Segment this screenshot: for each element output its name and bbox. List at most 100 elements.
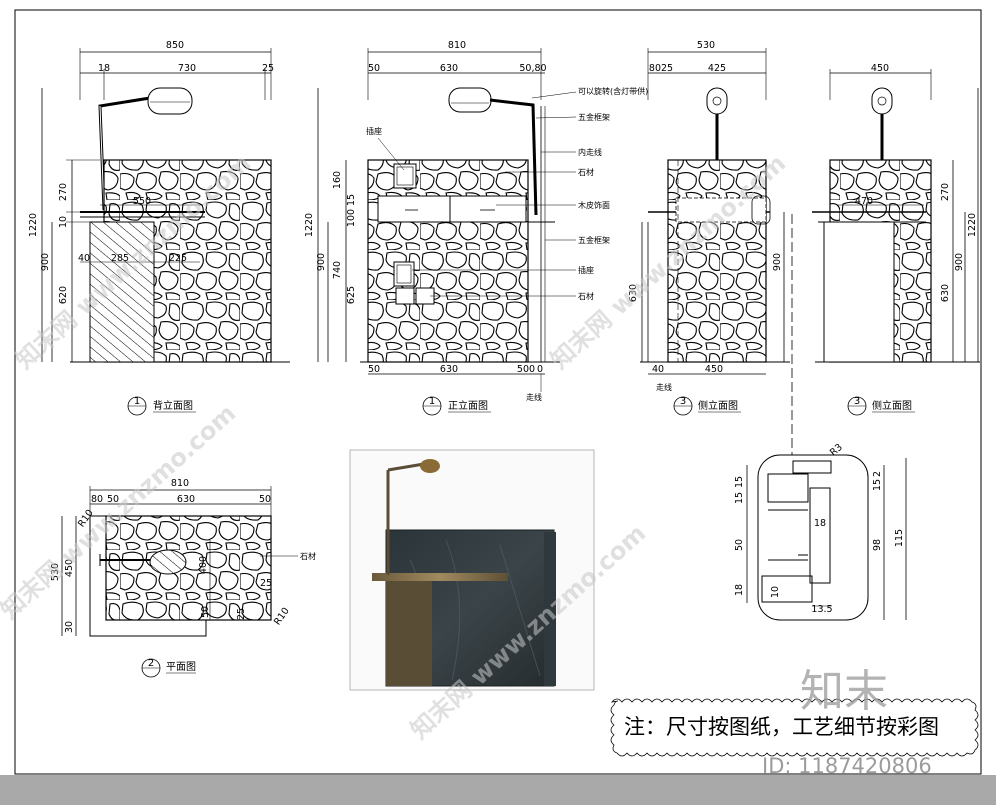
- view-title: 平面图: [166, 661, 196, 673]
- side-elevation-b: 450 470 270 630 900 1220 3 侧立面图: [812, 63, 980, 416]
- dim: 50: [368, 364, 380, 375]
- dim: 15: [734, 492, 745, 504]
- annotation-label: 走线: [526, 392, 542, 402]
- annotation-label: 石材: [300, 551, 316, 561]
- dim: 98: [872, 539, 883, 551]
- note-text: 注：尺寸按图纸，工艺细节按彩图: [624, 715, 939, 739]
- dim: 10: [770, 586, 781, 598]
- dim: 8025: [649, 63, 673, 74]
- dim: 115: [894, 529, 905, 547]
- dim: 450: [64, 559, 75, 577]
- dim: 15: [734, 476, 745, 488]
- dim: 550: [133, 196, 151, 207]
- dim: 740: [332, 261, 343, 279]
- dim: 225: [169, 253, 187, 264]
- annotation-label: 插座: [578, 265, 594, 275]
- dim: 810: [448, 40, 466, 51]
- dim: 100: [346, 209, 357, 227]
- dim: 15: [872, 479, 883, 491]
- dim: 285: [111, 253, 129, 264]
- dim: 18: [98, 63, 110, 74]
- dim: 160: [332, 171, 343, 189]
- dim: 530: [50, 563, 61, 581]
- sheet-border: [14, 9, 982, 775]
- dim: 50: [368, 63, 380, 74]
- annotation-label: 插座: [366, 126, 382, 136]
- front-elevation: 810 50 630 50,80 1220 160 100 15 900 740…: [304, 40, 648, 416]
- back-elevation: 850 18 730 25 1220 270 10 900 620 550 40…: [28, 40, 290, 416]
- annotation-label: 石材: [578, 291, 594, 301]
- dim: 810: [171, 478, 189, 489]
- dim: 0: [537, 364, 543, 375]
- view-number: 1: [134, 396, 140, 407]
- annotation-label: 五金框架: [578, 112, 610, 122]
- dim: 620: [58, 286, 69, 304]
- dim: 450: [871, 63, 889, 74]
- dim: 270: [58, 183, 69, 201]
- dim: 270: [940, 183, 951, 201]
- annotation-label: 五金框架: [578, 235, 610, 245]
- dim: 50: [107, 494, 119, 505]
- view-number: 1: [429, 396, 435, 407]
- annotation-label: 石材: [578, 167, 594, 177]
- dim: 18: [814, 518, 826, 529]
- dim: 500: [517, 364, 535, 375]
- annotation-label: 可以旋转(含灯带供): [578, 86, 648, 96]
- view-title: 背立面图: [153, 399, 193, 412]
- side-elevation-a: 530 8025 425 630 900 40 450 走线 3 侧立面图: [628, 40, 793, 455]
- dim: 625: [346, 286, 357, 304]
- dim: 850: [166, 40, 184, 51]
- dim: 400: [198, 556, 209, 574]
- dim: 530: [697, 40, 715, 51]
- dim: 25: [262, 63, 274, 74]
- watermark-logo: 知末: [800, 666, 888, 717]
- dim: 1220: [28, 213, 39, 237]
- dim: 470: [855, 196, 873, 207]
- dim: 50: [734, 539, 745, 551]
- view-title: 侧立面图: [872, 399, 912, 412]
- product-render: [349, 449, 595, 691]
- dim: 1220: [304, 213, 315, 237]
- dim: 900: [772, 253, 783, 271]
- note-box: 注：尺寸按图纸，工艺细节按彩图: [610, 698, 979, 757]
- dim: 10: [58, 216, 69, 228]
- plan-view: 810 80 50 630 50 R10 530 450 30 400 50 2…: [50, 478, 316, 678]
- dim: 2: [872, 471, 883, 477]
- bottom-bar: [0, 775, 996, 805]
- dim: 18: [734, 584, 745, 596]
- dim: 25: [260, 578, 272, 589]
- dim: 630: [440, 63, 458, 74]
- dim: 900: [954, 253, 965, 271]
- annotation-label: 内走线: [578, 147, 602, 157]
- dim: 730: [178, 63, 196, 74]
- dim: 50: [259, 494, 271, 505]
- view-title: 正立面图: [448, 399, 488, 412]
- dim: 630: [628, 284, 639, 302]
- detail-section: R3 15 15 50 18 2 15 98 115 18 10 13.5: [734, 442, 907, 621]
- dim: 630: [177, 494, 195, 505]
- dim: 425: [708, 63, 726, 74]
- dim: 15: [346, 194, 357, 206]
- dim: 25: [236, 608, 247, 620]
- annotation-label: 走线: [656, 382, 672, 392]
- dim: 1220: [967, 213, 978, 237]
- dim: 40: [652, 364, 664, 375]
- dim: 50,80: [519, 63, 546, 74]
- view-number: 3: [680, 396, 686, 407]
- dim: 900: [40, 253, 51, 271]
- annotation-label: 木皮饰面: [578, 200, 610, 210]
- dim: 13.5: [811, 604, 832, 615]
- dim: 450: [705, 364, 723, 375]
- dim: 50: [200, 606, 211, 618]
- dim: 30: [64, 621, 75, 633]
- dim: R10: [272, 606, 292, 628]
- dim: 40: [78, 253, 90, 264]
- dim: 80: [91, 494, 103, 505]
- view-number: 3: [854, 396, 860, 407]
- view-number: 2: [148, 658, 154, 669]
- view-title: 侧立面图: [698, 399, 738, 412]
- dim: 630: [440, 364, 458, 375]
- dim: 900: [316, 253, 327, 271]
- dim: 630: [940, 284, 951, 302]
